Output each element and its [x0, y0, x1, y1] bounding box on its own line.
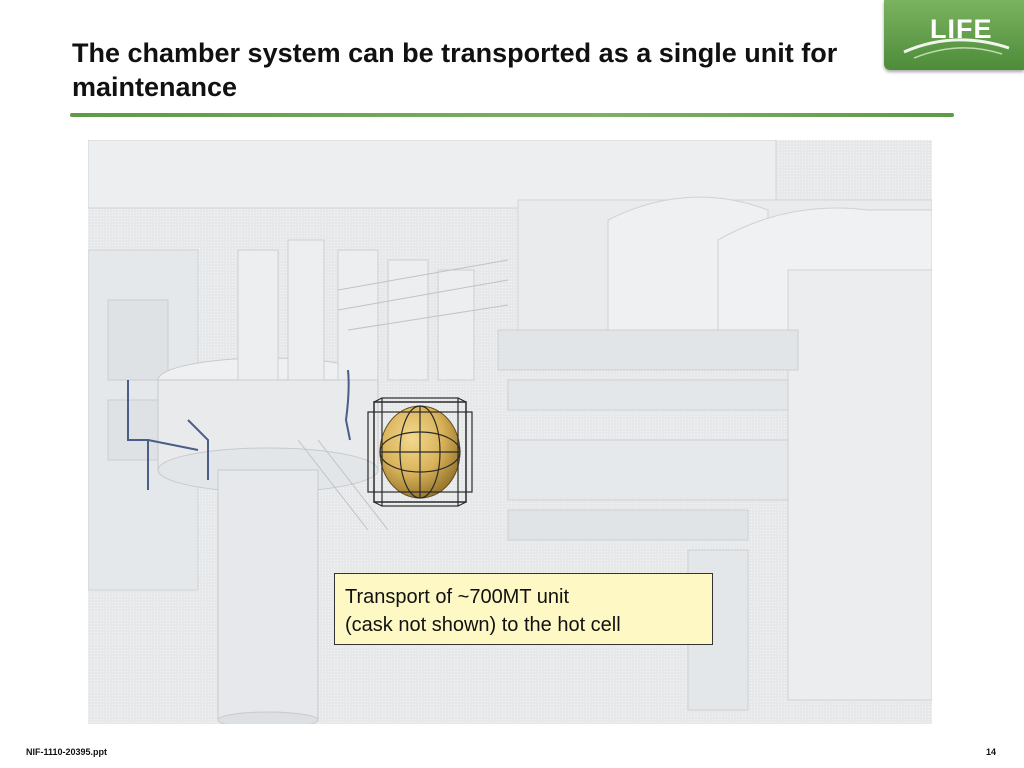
logo-swoosh [903, 38, 1010, 59]
transport-callout: Transport of ~700MT unit (cask not shown… [334, 573, 713, 645]
slide-title: The chamber system can be transported as… [72, 38, 838, 102]
life-logo-icon: LIFE [884, 0, 1024, 70]
callout-line-2: (cask not shown) to the hot cell [345, 614, 621, 636]
callout-line-1: Transport of ~700MT unit [345, 586, 570, 608]
footer-filename: NIF-1110-20395.ppt [26, 747, 108, 757]
title-divider [70, 113, 954, 117]
chamber-facility-illustration [88, 140, 932, 724]
logo-text: LIFE [930, 14, 993, 44]
chamber-unit [367, 397, 473, 507]
page-number: 14 [986, 747, 997, 757]
